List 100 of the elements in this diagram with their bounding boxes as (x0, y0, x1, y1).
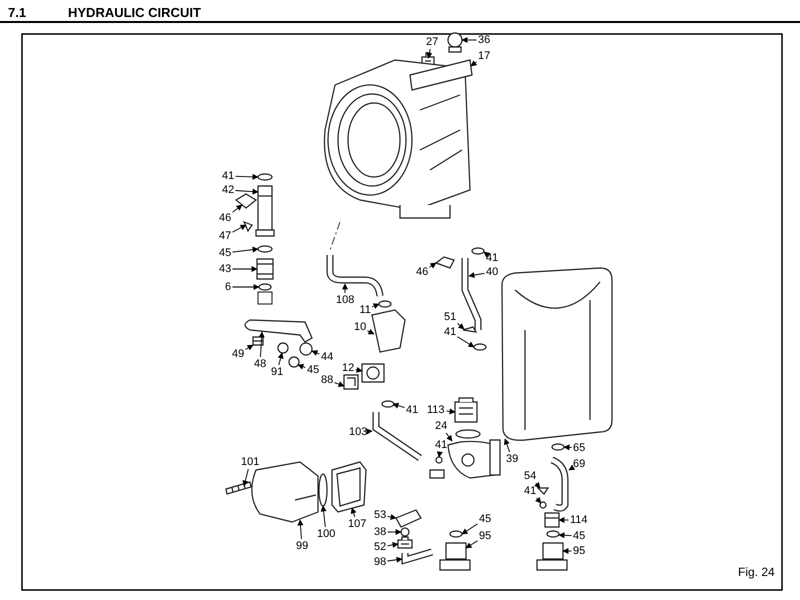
part-drawing (326, 255, 384, 297)
callout-number: 41 (486, 252, 498, 264)
part-drawing (361, 363, 385, 383)
callout-number: 100 (317, 528, 336, 540)
leader-line (562, 548, 572, 554)
leader-line (392, 402, 405, 408)
part-drawing (234, 193, 258, 209)
callout-number: 17 (478, 50, 490, 62)
leader-line (334, 381, 345, 387)
callout-number: 48 (254, 358, 266, 370)
callout-number: 39 (506, 453, 518, 465)
part-drawing (402, 548, 433, 565)
leader-line (387, 514, 397, 520)
part-drawing (501, 267, 613, 441)
part-drawing (256, 258, 274, 280)
part-drawing (454, 397, 478, 423)
part-drawing (225, 481, 252, 495)
callout-number: 98 (374, 556, 386, 568)
leader-line (235, 174, 259, 180)
callout-number: 42 (222, 184, 234, 196)
callout-number: 46 (416, 266, 428, 278)
callout-number: 54 (524, 470, 536, 482)
callout-number: 41 (406, 404, 418, 416)
callout-number: 41 (524, 485, 536, 497)
leader-line (558, 532, 572, 538)
leader-line (232, 266, 258, 272)
leader-line (278, 352, 284, 366)
callout-number: 12 (342, 362, 354, 374)
part-drawing (536, 542, 568, 571)
callout-number: 49 (232, 348, 244, 360)
leader-line (563, 444, 572, 450)
part-drawing (381, 400, 395, 408)
part-drawing (544, 512, 560, 528)
leader-line (504, 438, 510, 452)
leader-line (466, 540, 478, 548)
leader-line (457, 336, 474, 348)
leader-line (350, 507, 356, 518)
callout-number: 91 (271, 366, 284, 378)
callout-number: 11 (360, 304, 371, 316)
leader-line (558, 517, 569, 523)
leader-line (235, 188, 259, 195)
callout-number: 108 (336, 294, 354, 306)
leader-line (366, 428, 373, 434)
leader-line (232, 224, 247, 233)
callout-number: 65 (573, 442, 586, 454)
leader-line (355, 366, 363, 373)
leader-line (387, 529, 402, 535)
section-number: 7.1 (8, 5, 26, 20)
leader-line (320, 505, 327, 528)
callout-number: 36 (478, 34, 490, 46)
part-drawing (257, 245, 273, 253)
leader-line (367, 328, 375, 334)
part-drawing (252, 336, 264, 346)
part-drawing (242, 220, 253, 232)
leader-line (387, 556, 403, 563)
part-drawing (550, 456, 568, 512)
leader-line (436, 451, 443, 458)
page-title: HYDRAULIC CIRCUIT (68, 5, 201, 20)
callout-number: 103 (349, 426, 368, 438)
part-drawing (257, 173, 273, 181)
part-drawing (439, 542, 471, 571)
leader-line (232, 204, 242, 213)
part-drawing (462, 326, 478, 333)
leader-line (426, 48, 432, 59)
leader-line (372, 303, 380, 309)
callout-number: 101 (241, 456, 260, 468)
leader-line (457, 322, 464, 330)
part-drawing (400, 527, 410, 537)
callout-number: 41 (222, 170, 234, 182)
leader-line (387, 542, 399, 548)
leader-line (446, 408, 456, 414)
part-drawing (372, 412, 422, 461)
leader-line (534, 482, 540, 488)
callout-number: 45 (573, 530, 586, 542)
part-drawing (435, 456, 443, 464)
callout-number: 38 (374, 526, 386, 538)
part-drawing (331, 461, 367, 513)
callout-number: 44 (321, 351, 334, 363)
part-drawing (324, 59, 473, 219)
callout-number: 47 (219, 230, 232, 242)
part-drawing (546, 530, 560, 538)
part-drawing (539, 501, 547, 509)
leader-line (297, 519, 304, 540)
callout-number: 95 (573, 545, 586, 557)
callout-number: 95 (479, 530, 492, 542)
part-drawing (299, 342, 313, 356)
callout-number: 6 (225, 281, 232, 293)
callout-number: 69 (573, 458, 586, 470)
leader-line (568, 464, 576, 470)
part-drawing (277, 342, 289, 354)
part-drawing (288, 356, 300, 368)
part-drawing (471, 247, 485, 255)
callout-number: 41 (435, 439, 448, 451)
leader-line (297, 364, 306, 370)
leader-line (468, 272, 485, 278)
leader-line (232, 246, 259, 253)
part-drawing (378, 300, 392, 308)
part-drawing (447, 32, 463, 53)
part-drawing (473, 343, 487, 351)
part-drawing (551, 443, 565, 451)
